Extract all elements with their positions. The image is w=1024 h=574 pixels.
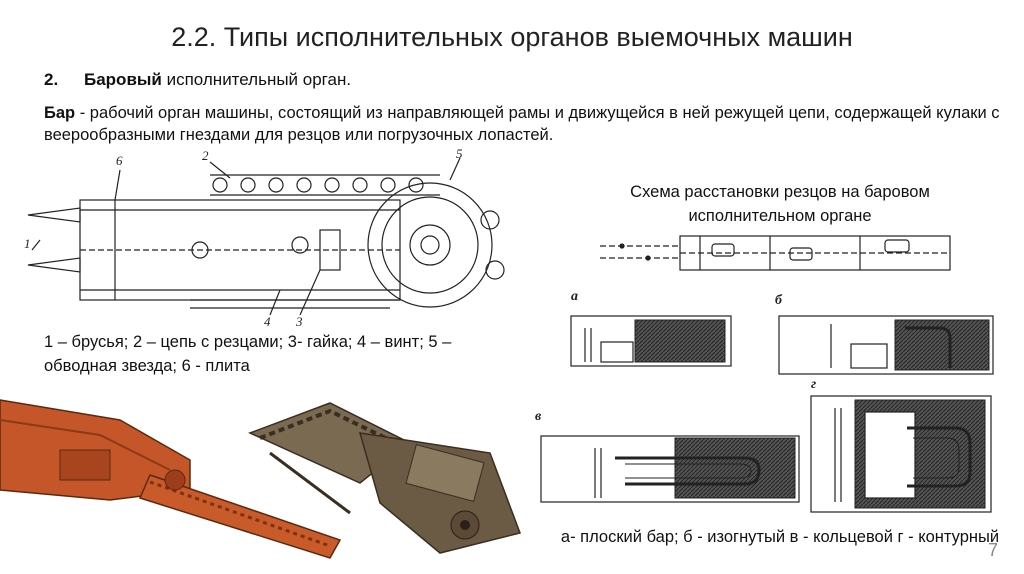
label-3: 3 bbox=[295, 314, 303, 329]
scheme-title: Схема расстановки резцов на баровом испо… bbox=[630, 183, 930, 225]
slide-title: 2.2. Типы исполнительных органов выемочн… bbox=[171, 22, 853, 52]
label-1: 1 bbox=[24, 236, 31, 251]
variant-label-v: в bbox=[535, 409, 542, 424]
label-2: 2 bbox=[202, 148, 209, 163]
label-6: 6 bbox=[116, 153, 123, 168]
definition-bold: Бар bbox=[44, 104, 76, 122]
variant-sketches: а б в г bbox=[535, 289, 994, 513]
brown-bar-photo bbox=[248, 402, 521, 554]
definition-text: Бар - рабочий орган машины, состоящий из… bbox=[44, 102, 1004, 146]
cutter-scheme bbox=[600, 235, 951, 271]
label-4: 4 bbox=[264, 314, 271, 329]
label-5: 5 bbox=[456, 146, 463, 161]
variant-label-a: а bbox=[571, 289, 578, 304]
item-heading: 2. Баровый исполнительный орган. bbox=[44, 70, 351, 90]
page-number: 7 bbox=[988, 540, 999, 560]
variants-caption: а- плоский бар; б - изогнутый в - кольце… bbox=[560, 528, 1000, 546]
variant-label-g: г bbox=[811, 377, 816, 392]
item-rest: исполнительный орган. bbox=[161, 70, 352, 89]
orange-machine-photo bbox=[0, 399, 342, 559]
item-bold: Баровый bbox=[84, 70, 162, 89]
definition-rest: - рабочий орган машины, состоящий из нап… bbox=[44, 104, 1000, 144]
variant-label-b: б bbox=[775, 293, 783, 308]
legend-text: 1 – брусья; 2 – цепь с резцами; 3- гайка… bbox=[44, 333, 452, 375]
bar-drawing: 1 6 2 5 4 3 bbox=[24, 146, 505, 329]
item-number: 2. bbox=[44, 70, 59, 89]
